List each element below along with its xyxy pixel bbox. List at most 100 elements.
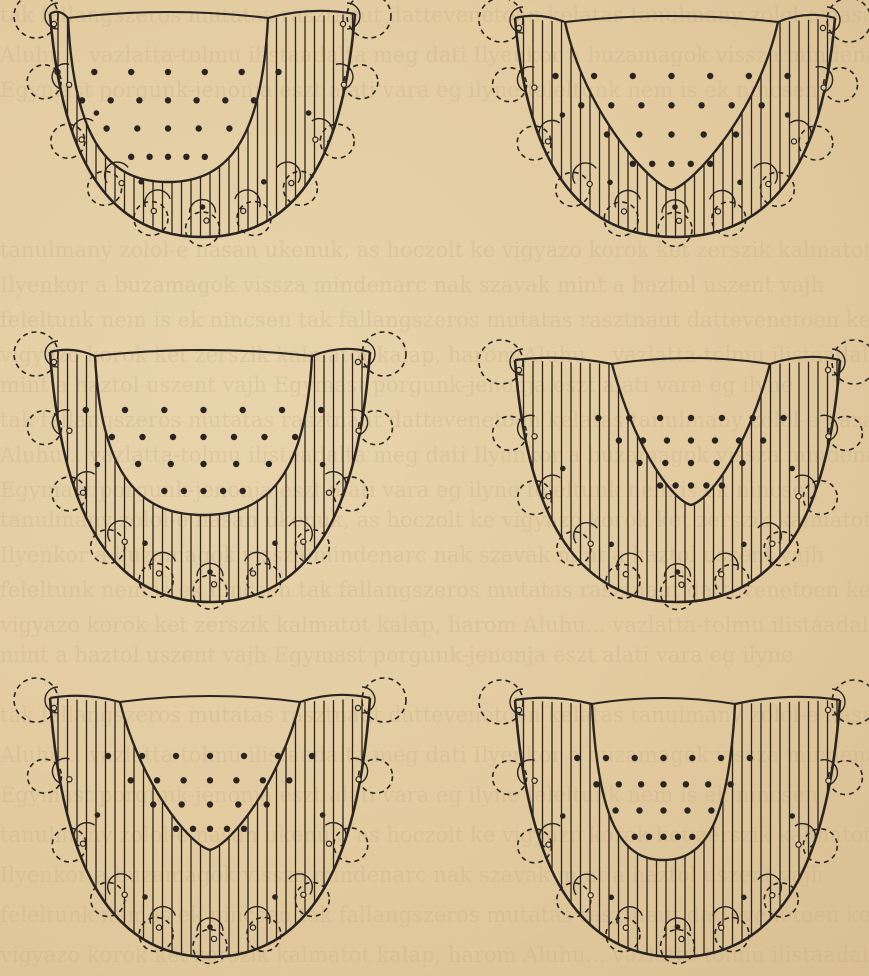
filled-dot-marker <box>727 781 733 787</box>
filled-dot-marker <box>108 97 114 103</box>
filled-dot-marker <box>128 154 134 160</box>
open-circle-marker <box>826 434 831 439</box>
dental-arch-diagram <box>14 678 406 964</box>
filled-dot-marker <box>139 434 145 440</box>
filled-dot-marker <box>146 154 152 160</box>
filled-dot-marker <box>138 179 144 185</box>
filled-dot-marker <box>181 488 187 494</box>
filled-dot-marker <box>607 180 613 186</box>
dental-arch-diagram <box>479 340 869 610</box>
open-circle-marker <box>516 707 521 712</box>
open-circle-marker <box>211 936 216 941</box>
filled-dot-marker <box>591 73 597 79</box>
filled-dot-marker <box>662 460 668 466</box>
open-circle-marker <box>715 209 720 214</box>
filled-dot-marker <box>239 69 245 75</box>
filled-dot-marker <box>200 204 206 210</box>
open-circle-marker <box>80 490 85 495</box>
filled-dot-marker <box>593 781 599 787</box>
open-circle-marker <box>122 539 127 544</box>
filled-dot-marker <box>630 73 636 79</box>
palate-top-edge <box>95 350 312 356</box>
open-circle-marker <box>546 842 551 847</box>
open-circle-marker <box>151 208 156 213</box>
filled-dot-marker <box>595 415 601 421</box>
filled-dot-marker <box>207 924 213 930</box>
open-circle-marker <box>289 181 294 186</box>
filled-dot-marker <box>272 540 278 546</box>
filled-dot-marker <box>241 826 247 832</box>
filled-dot-marker <box>737 180 743 186</box>
filled-dot-marker <box>789 813 795 819</box>
filled-dot-marker <box>220 488 226 494</box>
dental-arch-diagram <box>479 680 869 964</box>
open-circle-marker <box>770 541 775 546</box>
filled-dot-marker <box>660 781 666 787</box>
open-circle-marker <box>301 892 306 897</box>
filled-dot-marker <box>286 777 292 783</box>
palate-top-edge <box>612 358 770 364</box>
open-circle-marker <box>250 925 255 930</box>
filled-dot-marker <box>712 437 718 443</box>
tooth-dashed-outline <box>28 759 62 793</box>
filled-dot-marker <box>261 434 267 440</box>
filled-dot-marker <box>552 73 558 79</box>
filled-dot-marker <box>664 437 670 443</box>
filled-dot-marker <box>640 437 646 443</box>
filled-dot-marker <box>603 755 609 761</box>
open-circle-marker <box>156 925 161 930</box>
open-circle-marker <box>821 85 826 90</box>
open-circle-marker <box>51 359 56 364</box>
filled-dot-marker <box>183 154 189 160</box>
open-circle-marker <box>791 139 796 144</box>
filled-dot-marker <box>207 753 213 759</box>
filled-dot-marker <box>672 482 678 488</box>
tooth-dashed-outline <box>493 761 527 795</box>
filled-dot-marker <box>233 461 239 467</box>
filled-dot-marker <box>260 777 266 783</box>
filled-dot-marker <box>91 69 97 75</box>
filled-dot-marker <box>200 461 206 467</box>
filled-dot-marker <box>632 834 638 840</box>
filled-dot-marker <box>173 753 179 759</box>
filled-dot-marker <box>231 434 237 440</box>
filled-dot-marker <box>179 801 185 807</box>
filled-dot-marker <box>241 753 247 759</box>
filled-dot-marker <box>668 102 674 108</box>
filled-dot-marker <box>306 110 312 116</box>
filled-dot-marker <box>616 437 622 443</box>
open-circle-marker <box>676 218 681 223</box>
filled-dot-marker <box>150 801 156 807</box>
filled-dot-marker <box>688 161 694 167</box>
filled-dot-marker <box>95 462 101 468</box>
filled-dot-marker <box>636 460 642 466</box>
open-circle-marker <box>588 541 593 546</box>
filled-dot-marker <box>135 461 141 467</box>
filled-dot-marker <box>649 161 655 167</box>
open-circle-marker <box>621 209 626 214</box>
filled-dot-marker <box>240 488 246 494</box>
filled-dot-marker <box>168 461 174 467</box>
filled-dot-marker <box>200 488 206 494</box>
open-circle-marker <box>532 434 537 439</box>
open-circle-marker <box>340 21 345 26</box>
filled-dot-marker <box>202 69 208 75</box>
filled-dot-marker <box>789 466 795 472</box>
filled-dot-marker <box>560 813 566 819</box>
filled-dot-marker <box>165 125 171 131</box>
filled-dot-marker <box>79 97 85 103</box>
open-circle-marker <box>119 181 124 186</box>
filled-dot-marker <box>708 807 714 813</box>
open-circle-marker <box>313 137 318 142</box>
filled-dot-marker <box>266 461 272 467</box>
filled-dot-marker <box>750 415 756 421</box>
filled-dot-marker <box>161 488 167 494</box>
open-circle-marker <box>211 582 216 587</box>
open-circle-marker <box>51 705 56 710</box>
open-circle-marker <box>301 539 306 544</box>
filled-dot-marker <box>638 781 644 787</box>
filled-dot-marker <box>200 434 206 440</box>
filled-dot-marker <box>180 777 186 783</box>
open-circle-marker <box>67 428 72 433</box>
